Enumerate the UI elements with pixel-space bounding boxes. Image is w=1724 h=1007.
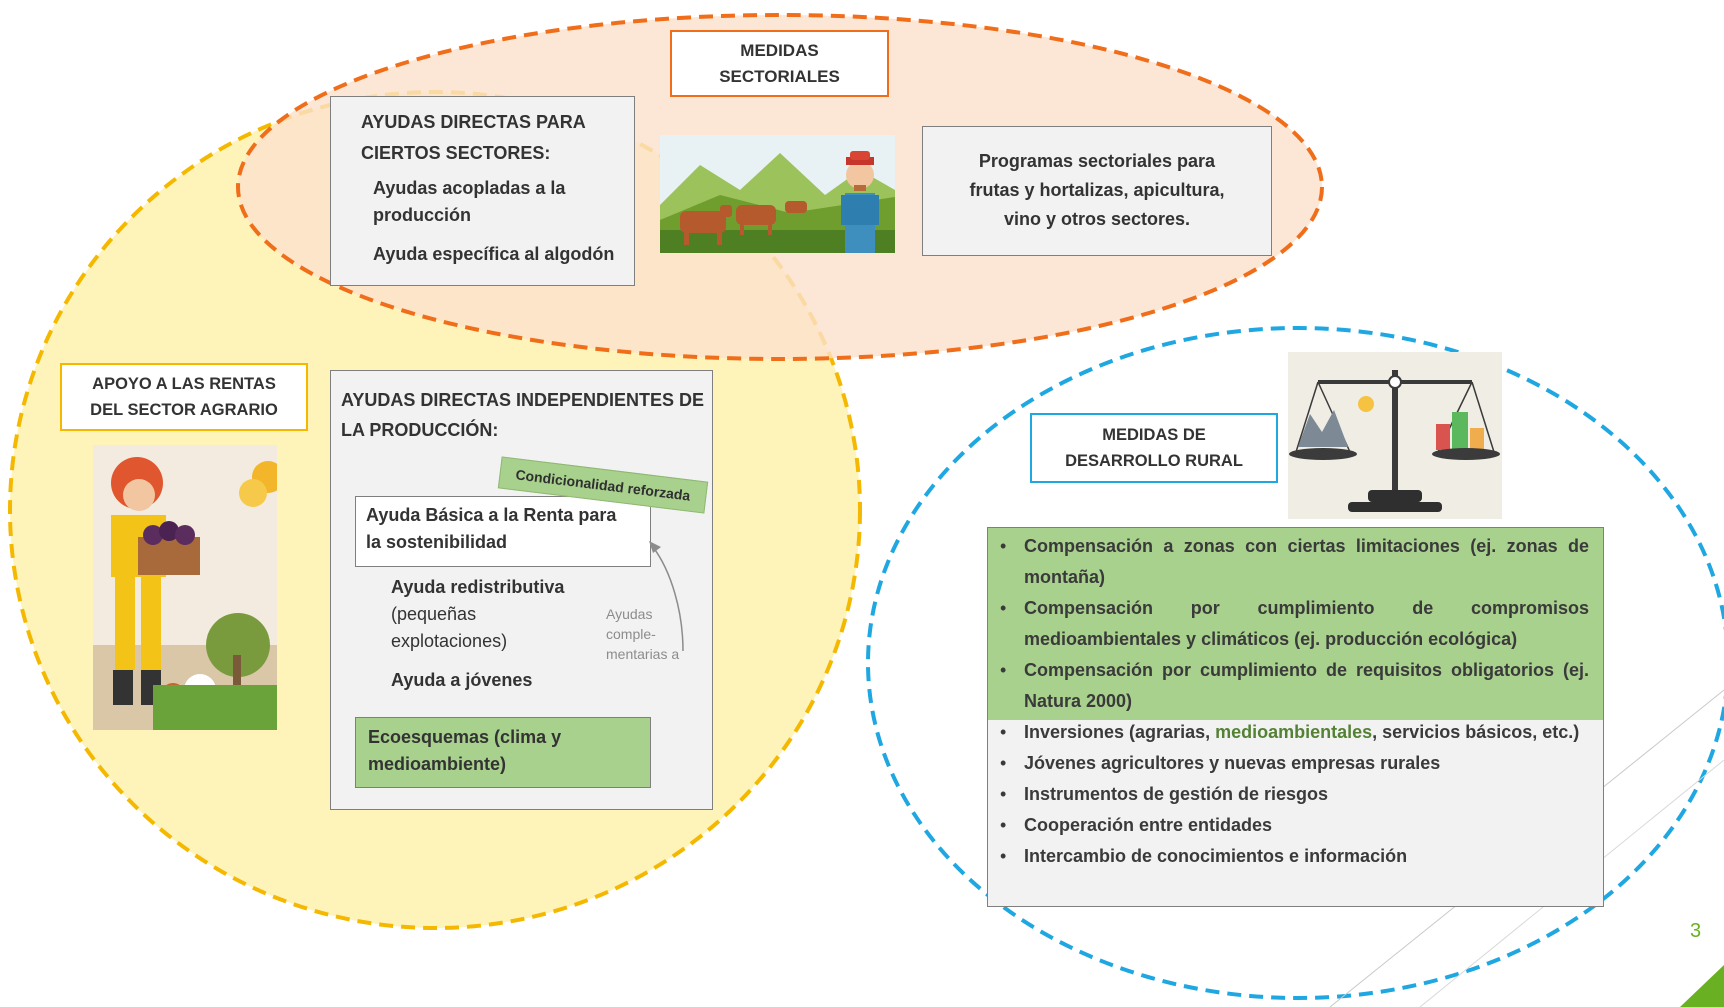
ayudas-sectores-box: AYUDAS DIRECTAS PARA CIERTOS SECTORES: A… (330, 96, 635, 286)
label-line: DESARROLLO RURAL (1065, 452, 1243, 470)
box-title-line: AYUDAS DIRECTAS INDEPENDIENTES DE (341, 390, 705, 410)
list-item: Ayuda a jóvenes (391, 670, 533, 690)
list-item: Ayuda específica al algodón (373, 244, 615, 264)
list-item-text: Compensación a zonas con ciertas limitac… (1024, 536, 1589, 587)
list-item: producción (373, 205, 471, 225)
list-item-text: Jóvenes agricultores y nuevas empresas r… (1024, 753, 1441, 773)
complementarias-line: Ayudas (606, 606, 653, 622)
bullet: • (1000, 784, 1007, 804)
list-item: Ayudas acopladas a la (373, 178, 566, 198)
list-item: • Intercambio de conocimientos e informac… (988, 841, 1603, 872)
list-item-text: Cooperación entre entidades (1024, 815, 1273, 835)
box-line: Ayuda Básica a la Renta para (366, 505, 617, 525)
balance-scale-illustration (1288, 352, 1502, 519)
label-line: DEL SECTOR AGRARIO (90, 401, 278, 419)
green-highlight (988, 528, 1603, 720)
rural-measures-list: • Compensación a zonas con ciertas limita… (988, 528, 1603, 872)
list-item-text: Intercambio de conocimientos e informaci… (1024, 846, 1408, 866)
corner-accent (1680, 965, 1724, 1007)
bullet: • (1000, 660, 1007, 680)
label-line: MEDIDAS DE (1102, 426, 1206, 444)
complementarias-line: comple- (606, 626, 656, 642)
list-item: • Inversiones (agrarias, medioambientales… (988, 717, 1603, 748)
list-item-text: Inversiones (agrarias, (1024, 722, 1216, 742)
farmer-woman-illustration (93, 445, 277, 730)
list-item-text: Instrumentos de gestión de riesgos (1024, 784, 1329, 804)
box-line: vino y otros sectores. (1003, 209, 1191, 229)
box-line: Ecoesquemas (clima y (368, 727, 562, 747)
label-line: MEDIDAS (740, 40, 819, 60)
box-title-line: CIERTOS SECTORES: (361, 143, 551, 163)
highlighted-word: medioambientales (1215, 722, 1373, 742)
farmer-cows-illustration (660, 135, 895, 253)
programas-sectoriales-box: Programas sectoriales para frutas y hort… (922, 126, 1272, 256)
desarrollo-rural-box: • Compensación a zonas con ciertas limita… (987, 527, 1604, 907)
bullet: • (1000, 598, 1007, 618)
list-item: • Compensación a zonas con ciertas limita… (988, 531, 1603, 593)
ayuda-basica-box: Ayuda Básica a la Renta para la sostenib… (355, 496, 651, 567)
list-item-detail: (pequeñas (391, 604, 477, 624)
bullet: • (1000, 722, 1007, 742)
bullet: • (1000, 753, 1007, 773)
list-item: • Compensación por cumplimiento de requis… (988, 655, 1603, 717)
label-line: SECTORIALES (719, 66, 840, 86)
list-item-detail: explotaciones) (391, 631, 508, 651)
list-item: • Instrumentos de gestión de riesgos (988, 779, 1603, 810)
list-item: • Jóvenes agricultores y nuevas empresas … (988, 748, 1603, 779)
ecoesquemas-box: Ecoesquemas (clima y medioambiente) (355, 717, 651, 788)
list-item: • Cooperación entre entidades (988, 810, 1603, 841)
box-line: Programas sectoriales para (978, 151, 1216, 171)
page-number: 3 (1690, 920, 1702, 942)
list-item: • Compensación por cumplimiento de compro… (988, 593, 1603, 655)
list-item: Ayuda redistributiva (391, 577, 565, 597)
bullet: • (1000, 846, 1007, 866)
complementarias-line: mentarias a (606, 646, 680, 662)
box-line: la sostenibilidad (366, 532, 508, 552)
box-line: frutas y hortalizas, apicultura, (969, 180, 1225, 200)
list-item-text: , servicios básicos, etc.) (1372, 722, 1580, 742)
bullet: • (1000, 815, 1007, 835)
label-apoyo-rentas: APOYO A LAS RENTAS DEL SECTOR AGRARIO (60, 363, 308, 431)
box-line: medioambiente) (368, 754, 507, 774)
label-medidas-sectoriales: MEDIDAS SECTORIALES (670, 30, 889, 97)
box-title-line: AYUDAS DIRECTAS PARA (361, 112, 586, 132)
list-item-text: Compensación por cumplimiento de requisi… (1024, 660, 1589, 711)
bullet: • (1000, 536, 1007, 556)
label-line: APOYO A LAS RENTAS (92, 375, 276, 393)
complementarias-arrow (649, 541, 684, 652)
box-title-line: LA PRODUCCIÓN: (341, 420, 499, 440)
label-desarrollo-rural: MEDIDAS DE DESARROLLO RURAL (1030, 413, 1278, 483)
ayudas-desacopladas-box: AYUDAS DIRECTAS INDEPENDIENTES DE LA PRO… (330, 370, 713, 810)
list-item-text: Compensación por cumplimiento de comprom… (1024, 598, 1589, 649)
